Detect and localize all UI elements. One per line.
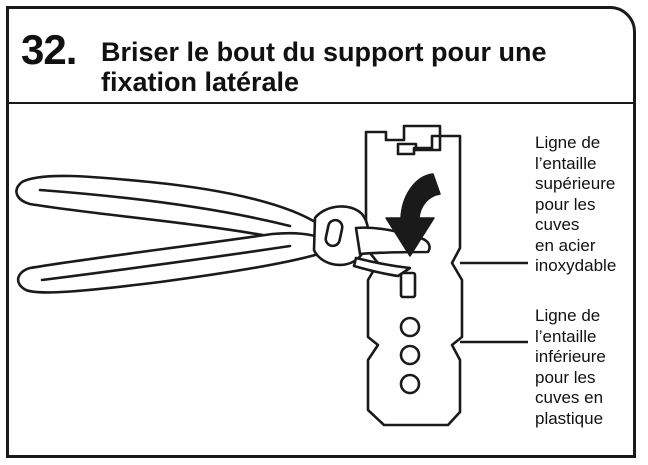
step-title: Briser le bout du support pour une fixat… [101, 37, 621, 97]
upper-notch-label: Ligne de l’entaille supérieure pour les … [535, 133, 616, 277]
upper-label-line: cuves [535, 215, 580, 234]
pliers-icon [15, 174, 431, 294]
upper-label-line: l’entaille [535, 153, 597, 173]
mounting-bracket-icon [364, 124, 464, 427]
upper-label-line: en acier [535, 235, 596, 255]
step-title-line-1: Briser le bout du support pour une [101, 37, 547, 67]
upper-label-line: pour les [535, 194, 596, 214]
upper-label-line: supérieure [535, 174, 616, 193]
step-title-line-2: fixation latérale [101, 67, 300, 97]
lower-notch-label: Ligne de l’entaille inférieure pour les … [535, 306, 606, 429]
lower-label-line: inférieure [535, 347, 606, 366]
step-header: 32. Briser le bout du support pour une f… [9, 9, 633, 104]
curved-arrow-icon [385, 173, 441, 257]
lower-label-line: Ligne de [535, 306, 601, 325]
lower-label-line: pour les [535, 367, 596, 387]
step-number: 32. [21, 26, 77, 73]
instruction-card: 32. Briser le bout du support pour une f… [6, 6, 636, 458]
lower-label-line: plastique [535, 408, 604, 428]
upper-label-line: Ligne de [535, 133, 601, 152]
upper-label-line: inoxydable [535, 256, 617, 275]
lower-label-line: cuves en [535, 388, 604, 407]
lower-label-line: l’entaille [535, 326, 597, 346]
